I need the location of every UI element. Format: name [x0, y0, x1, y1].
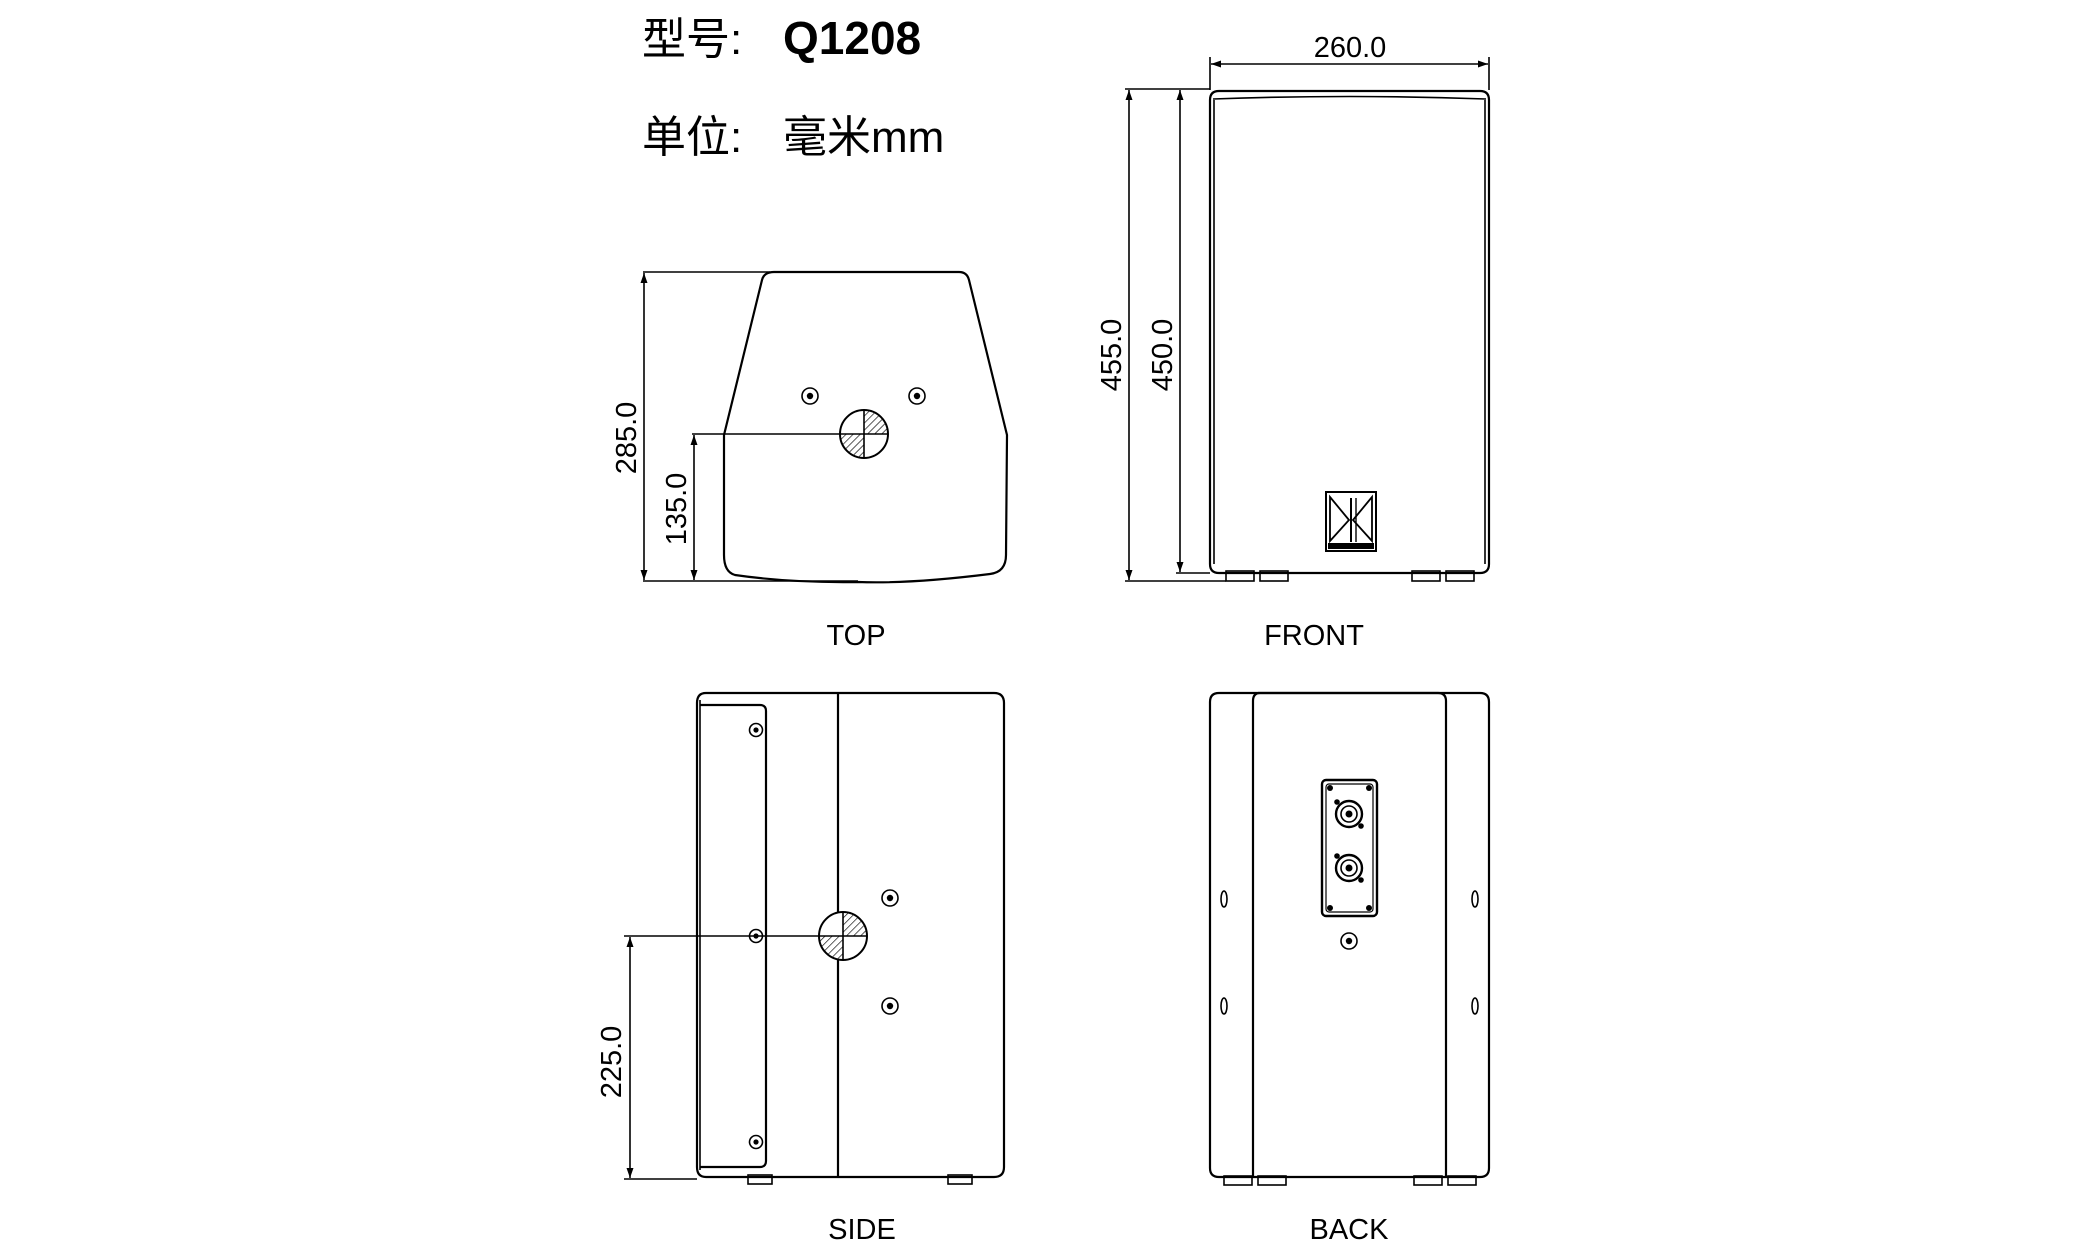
connector-plate — [1320, 778, 1379, 918]
top-view-outline — [722, 270, 1009, 584]
front-foot — [1225, 570, 1255, 582]
side-view: 225.0 SIDE — [596, 691, 1006, 1246]
screw-hole-icon — [881, 889, 899, 907]
side-cabinet-outline — [695, 691, 1006, 1179]
front-foot — [1411, 570, 1441, 582]
screw-hole-icon — [1340, 932, 1358, 950]
screw-hole-icon — [908, 387, 926, 405]
unit-value: 毫米mm — [783, 113, 944, 162]
dim-top-height: 285.0 — [611, 402, 643, 475]
front-cabinet-outline — [1208, 89, 1491, 575]
view-label-back: BACK — [1310, 1214, 1390, 1246]
view-label-side: SIDE — [828, 1214, 896, 1246]
dim-front-height-inner: 450.0 — [1147, 319, 1179, 392]
screw-hole-icon — [801, 387, 819, 405]
handle-slot — [1471, 890, 1479, 908]
model-label: 型号: — [642, 15, 742, 64]
center-of-gravity-icon — [839, 409, 889, 459]
view-label-front: FRONT — [1264, 620, 1364, 652]
screw-hole-icon — [748, 1134, 764, 1150]
dim-front-width: 260.0 — [1314, 32, 1387, 64]
screw-hole-icon — [881, 997, 899, 1015]
dim-top-center: 135.0 — [661, 473, 693, 546]
dim-front-height-outer: 455.0 — [1096, 319, 1128, 392]
front-foot — [1445, 570, 1475, 582]
handle-slot — [1220, 890, 1228, 908]
top-view: 285.0 135.0 TOP — [611, 270, 1009, 652]
side-foot — [747, 1174, 773, 1185]
handle-slot — [1220, 997, 1228, 1015]
unit-label: 单位: — [642, 113, 742, 162]
header: 型号: Q1208 单位: 毫米mm — [642, 12, 944, 162]
back-view: BACK — [1208, 691, 1491, 1246]
back-panel — [1251, 691, 1448, 1177]
screw-hole-icon — [748, 722, 764, 738]
side-foot — [947, 1174, 973, 1185]
dim-side-center: 225.0 — [596, 1026, 628, 1099]
view-label-top: TOP — [826, 620, 885, 652]
back-cabinet-outline — [1208, 691, 1491, 1179]
handle-slot — [1471, 997, 1479, 1015]
speakon-connector-icon — [1334, 799, 1364, 829]
speakon-connector-icon — [1334, 853, 1364, 883]
brand-logo-icon — [1325, 491, 1377, 552]
center-of-gravity-icon — [818, 911, 868, 961]
front-view: 260.0 455.0 450.0 FRONT — [1096, 32, 1491, 652]
front-foot — [1259, 570, 1289, 582]
model-number: Q1208 — [783, 12, 921, 64]
